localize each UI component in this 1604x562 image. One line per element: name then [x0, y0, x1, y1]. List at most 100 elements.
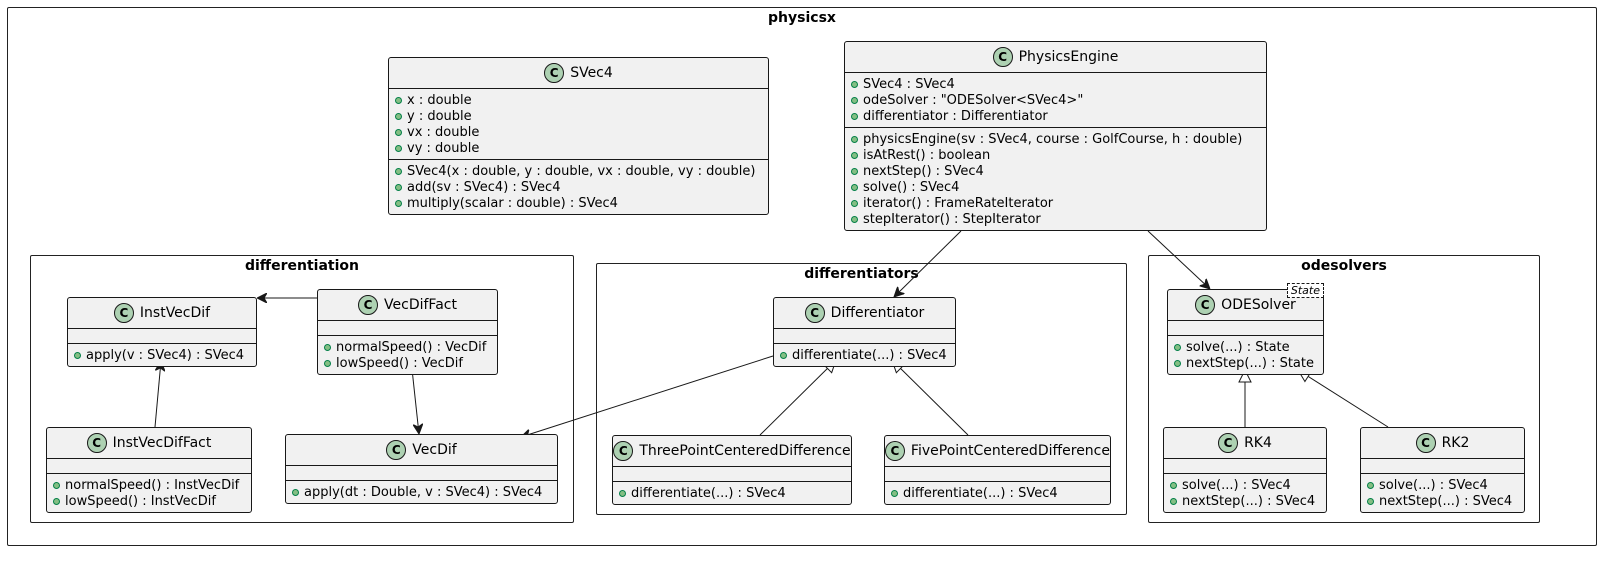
class-fields-section — [1361, 459, 1524, 474]
method-text: solve(...) : SVec4 — [1379, 477, 1488, 493]
public-visibility-icon — [53, 497, 60, 505]
field-text: SVec4 : SVec4 — [863, 76, 955, 92]
public-visibility-icon — [395, 167, 402, 175]
class-icon: C — [544, 63, 565, 83]
public-visibility-icon — [780, 351, 787, 359]
method-text: normalSpeed() : VecDif — [336, 339, 487, 355]
class-name: RK2 — [1441, 435, 1470, 451]
public-visibility-icon — [851, 167, 858, 175]
method-text: solve() : SVec4 — [863, 179, 960, 195]
method-row: isAtRest() : boolean — [851, 147, 1260, 163]
method-row: physicsEngine(sv : SVec4, course : GolfC… — [851, 131, 1260, 147]
class-five-point-centered-difference[interactable]: C FivePointCenteredDifference differentiat… — [884, 435, 1111, 505]
edge-engine-to-differentiator — [894, 230, 962, 297]
class-methods-section: SVec4(x : double, y : double, vx : doubl… — [389, 160, 768, 214]
class-icon: C — [885, 441, 905, 461]
method-row: nextStep() : SVec4 — [851, 163, 1260, 179]
class-icon: C — [113, 303, 134, 323]
method-row: solve(...) : SVec4 — [1170, 477, 1320, 493]
public-visibility-icon — [1367, 497, 1374, 505]
edge-instvecdiffact-to-instvecdif — [154, 361, 161, 428]
class-name: FivePointCenteredDifference — [910, 443, 1110, 459]
class-methods-section: differentiate(...) : SVec4 — [885, 482, 1110, 504]
public-visibility-icon — [395, 199, 402, 207]
class-fields-section — [47, 459, 251, 474]
edge-engine-to-odesolver — [1147, 230, 1210, 289]
method-text: differentiate(...) : SVec4 — [792, 347, 947, 363]
method-text: differentiate(...) : SVec4 — [903, 485, 1058, 501]
package-title: differentiation — [244, 258, 360, 274]
method-row: apply(v : SVec4) : SVec4 — [74, 347, 250, 363]
package-differentiators: differentiators — [596, 263, 1127, 515]
public-visibility-icon — [851, 151, 858, 159]
method-row: stepIterator() : StepIterator — [851, 211, 1260, 227]
field-row: odeSolver : "ODESolver<SVec4>" — [851, 92, 1260, 108]
field-row: SVec4 : SVec4 — [851, 76, 1260, 92]
public-visibility-icon — [74, 351, 81, 359]
public-visibility-icon — [1367, 481, 1374, 489]
class-name: PhysicsEngine — [1018, 49, 1119, 65]
method-row: lowSpeed() : VecDif — [324, 355, 491, 371]
method-text: lowSpeed() : InstVecDif — [65, 493, 216, 509]
method-row: apply(dt : Double, v : SVec4) : SVec4 — [292, 484, 551, 500]
method-row: differentiate(...) : SVec4 — [780, 347, 949, 363]
method-text: differentiate(...) : SVec4 — [631, 485, 786, 501]
package-title: physicsx — [768, 10, 836, 26]
edge-vecdiffact-to-vecdif — [411, 368, 419, 434]
class-fields-section — [318, 321, 497, 336]
class-methods-section: apply(dt : Double, v : SVec4) : SVec4 — [286, 481, 557, 503]
public-visibility-icon — [1174, 359, 1181, 367]
package-title: odesolvers — [1301, 258, 1387, 274]
method-row: normalSpeed() : VecDif — [324, 339, 491, 355]
method-row: nextStep(...) : SVec4 — [1367, 493, 1518, 509]
method-text: solve(...) : SVec4 — [1182, 477, 1291, 493]
class-icon: C — [1218, 433, 1239, 453]
public-visibility-icon — [851, 96, 858, 104]
class-name: ODESolver — [1221, 297, 1296, 313]
class-fields-section — [286, 466, 557, 481]
method-row: solve(...) : State — [1174, 339, 1317, 355]
method-text: SVec4(x : double, y : double, vx : doubl… — [407, 163, 756, 179]
public-visibility-icon — [324, 343, 331, 351]
class-icon: C — [1195, 295, 1216, 315]
edge-fivepoint-inherits-differentiator — [892, 360, 969, 436]
class-name: VecDifFact — [384, 297, 457, 313]
method-text: nextStep(...) : SVec4 — [1182, 493, 1316, 509]
method-row: differentiate(...) : SVec4 — [619, 485, 845, 501]
class-fields-section — [885, 467, 1110, 482]
edge-threepoint-inherits-differentiator — [759, 360, 836, 436]
class-icon: C — [1415, 433, 1436, 453]
method-text: multiply(scalar : double) : SVec4 — [407, 195, 618, 211]
method-row: lowSpeed() : InstVecDif — [53, 493, 245, 509]
method-text: isAtRest() : boolean — [863, 147, 991, 163]
class-icon: C — [386, 440, 407, 460]
method-row: multiply(scalar : double) : SVec4 — [395, 195, 762, 211]
class-header: C FivePointCenteredDifference — [885, 436, 1110, 467]
public-visibility-icon — [851, 135, 858, 143]
edge-rk2-inherits-odesolver — [1298, 370, 1389, 428]
